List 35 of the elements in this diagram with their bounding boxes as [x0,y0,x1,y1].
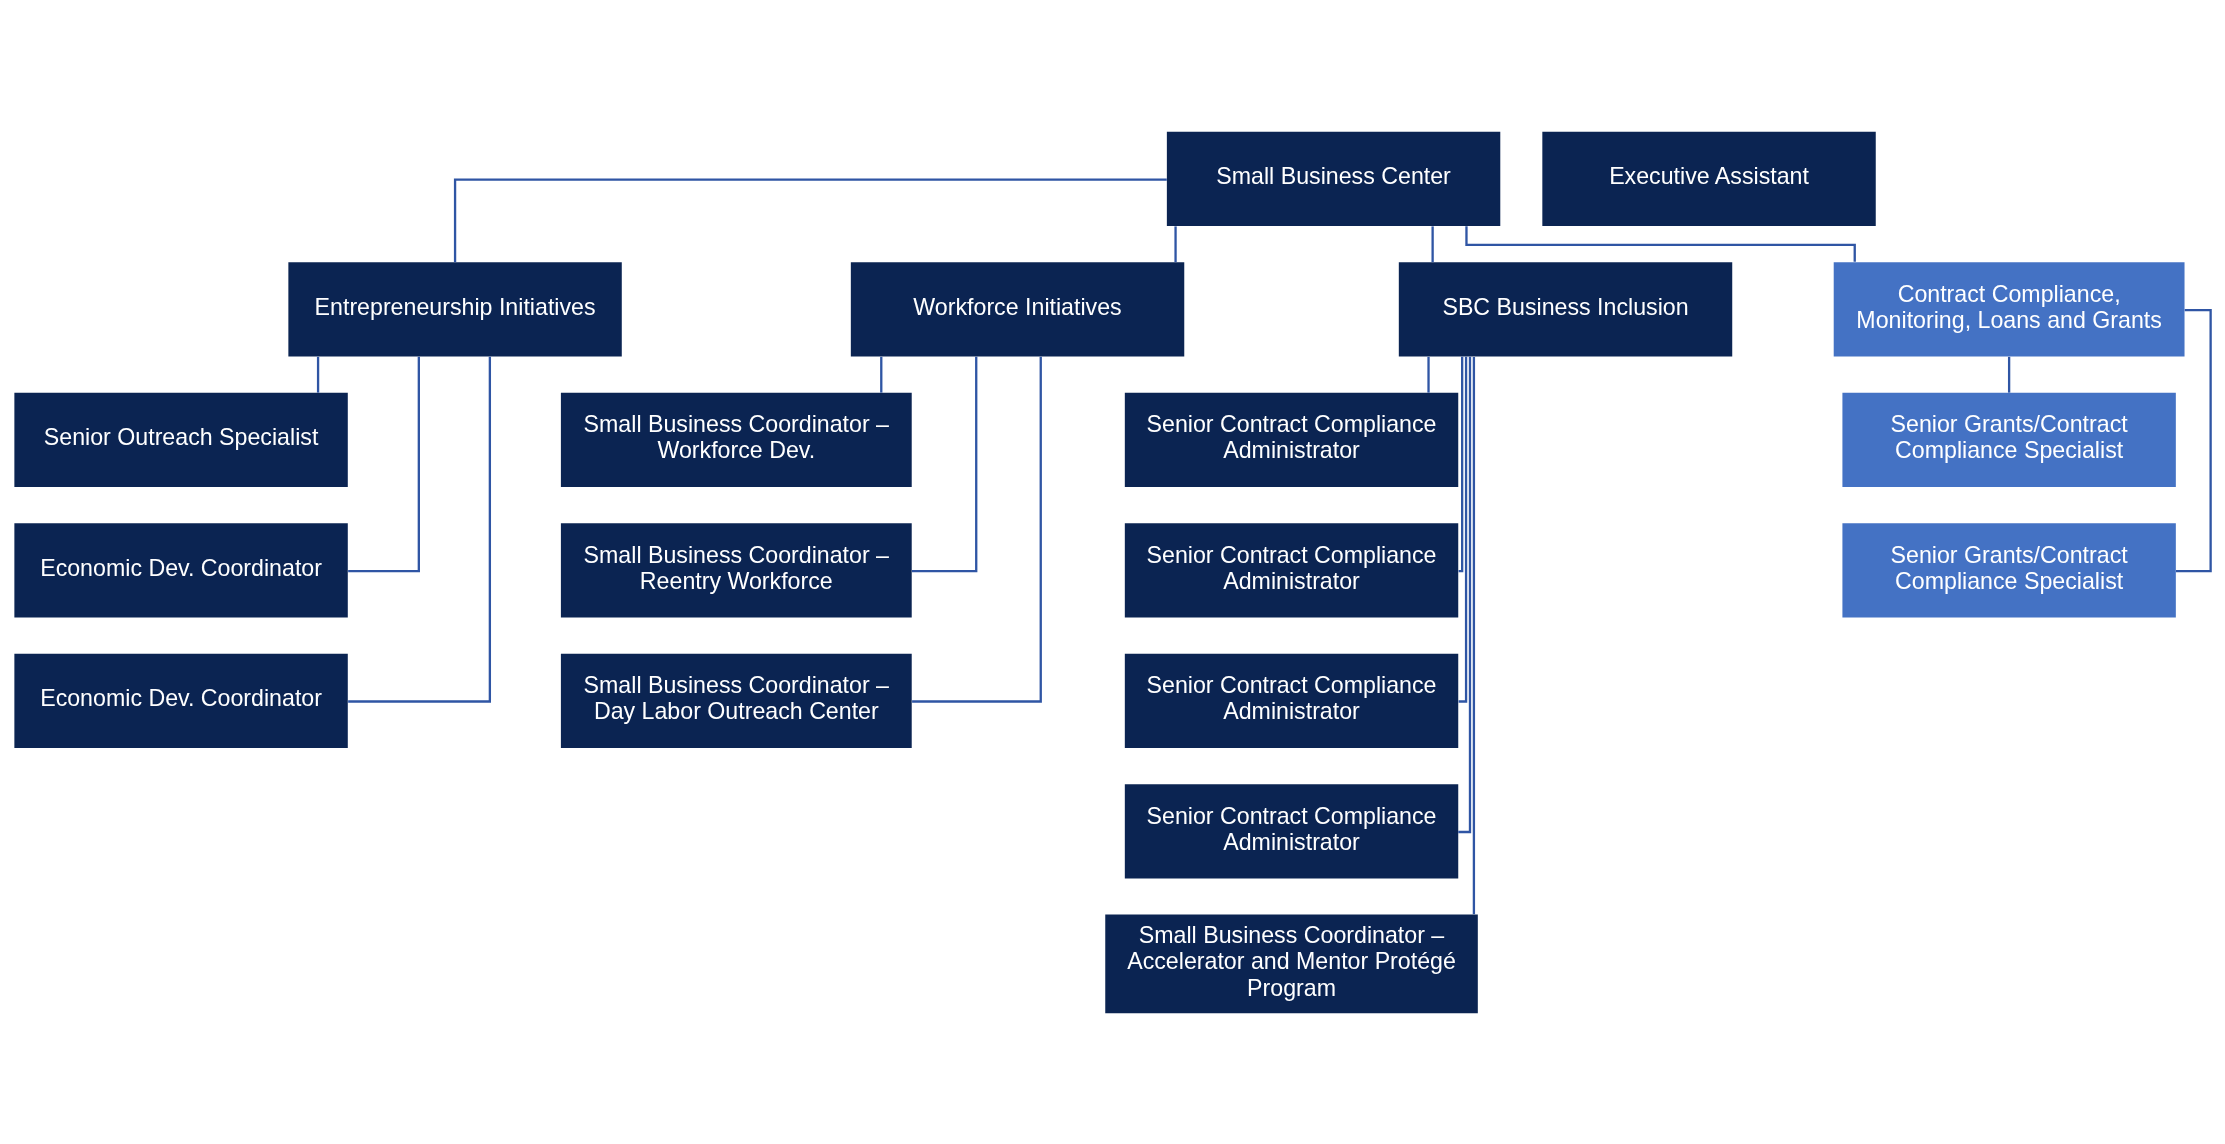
connector [1431,225,1434,262]
node-box: Senior Contract Compliance Administrator [1124,522,1459,617]
node-box: Economic Dev. Coordinator [14,522,348,617]
node-box: Senior Grants/Contract Compliance Specialist [1842,392,2176,487]
connector [316,356,320,393]
node-box: Senior Contract Compliance Administrator [1124,392,1459,487]
connector [348,356,420,572]
node-box: Small Business Coordinator – Reentry Workforce [560,522,912,617]
connector [1458,356,1464,572]
connector [1174,225,1177,262]
node-box: Small Business Coordinator – Workforce Dev. [560,392,912,487]
connector [911,356,978,572]
node-box: Senior Contract Compliance Administrator [1124,783,1459,878]
node-box: Small Business Coordinator – Day Labor Outreach Center [560,653,912,748]
connector [1458,356,1468,703]
connector [1465,225,1856,262]
node-box: Senior Contract Compliance Administrator [1124,653,1459,748]
connector [348,356,492,703]
node-box: Workforce Initiatives [850,261,1185,356]
connector [880,356,883,393]
connector [1472,356,1476,914]
node-box: Small Business Coordinator – Accelerator and Mentor Protégé Program [1105,914,1478,1013]
node-box: Entrepreneurship Initiatives [288,261,622,356]
node-box: Small Business Center [1166,131,1501,226]
node-box: Senior Grants/Contract Compliance Specialist [1842,522,2176,617]
node-box: SBC Business Inclusion [1398,261,1733,356]
connector [453,178,1167,262]
node-box: Executive Assistant [1542,131,1876,226]
node-box: Economic Dev. Coordinator [14,653,348,748]
node-box: Senior Outreach Specialist [14,392,348,487]
connector [912,356,1042,703]
connector [1458,356,1472,833]
connector [1427,356,1430,393]
connector [2007,356,2011,393]
node-box: Contract Compliance, Monitoring, Loans and Grants [1833,261,2185,356]
